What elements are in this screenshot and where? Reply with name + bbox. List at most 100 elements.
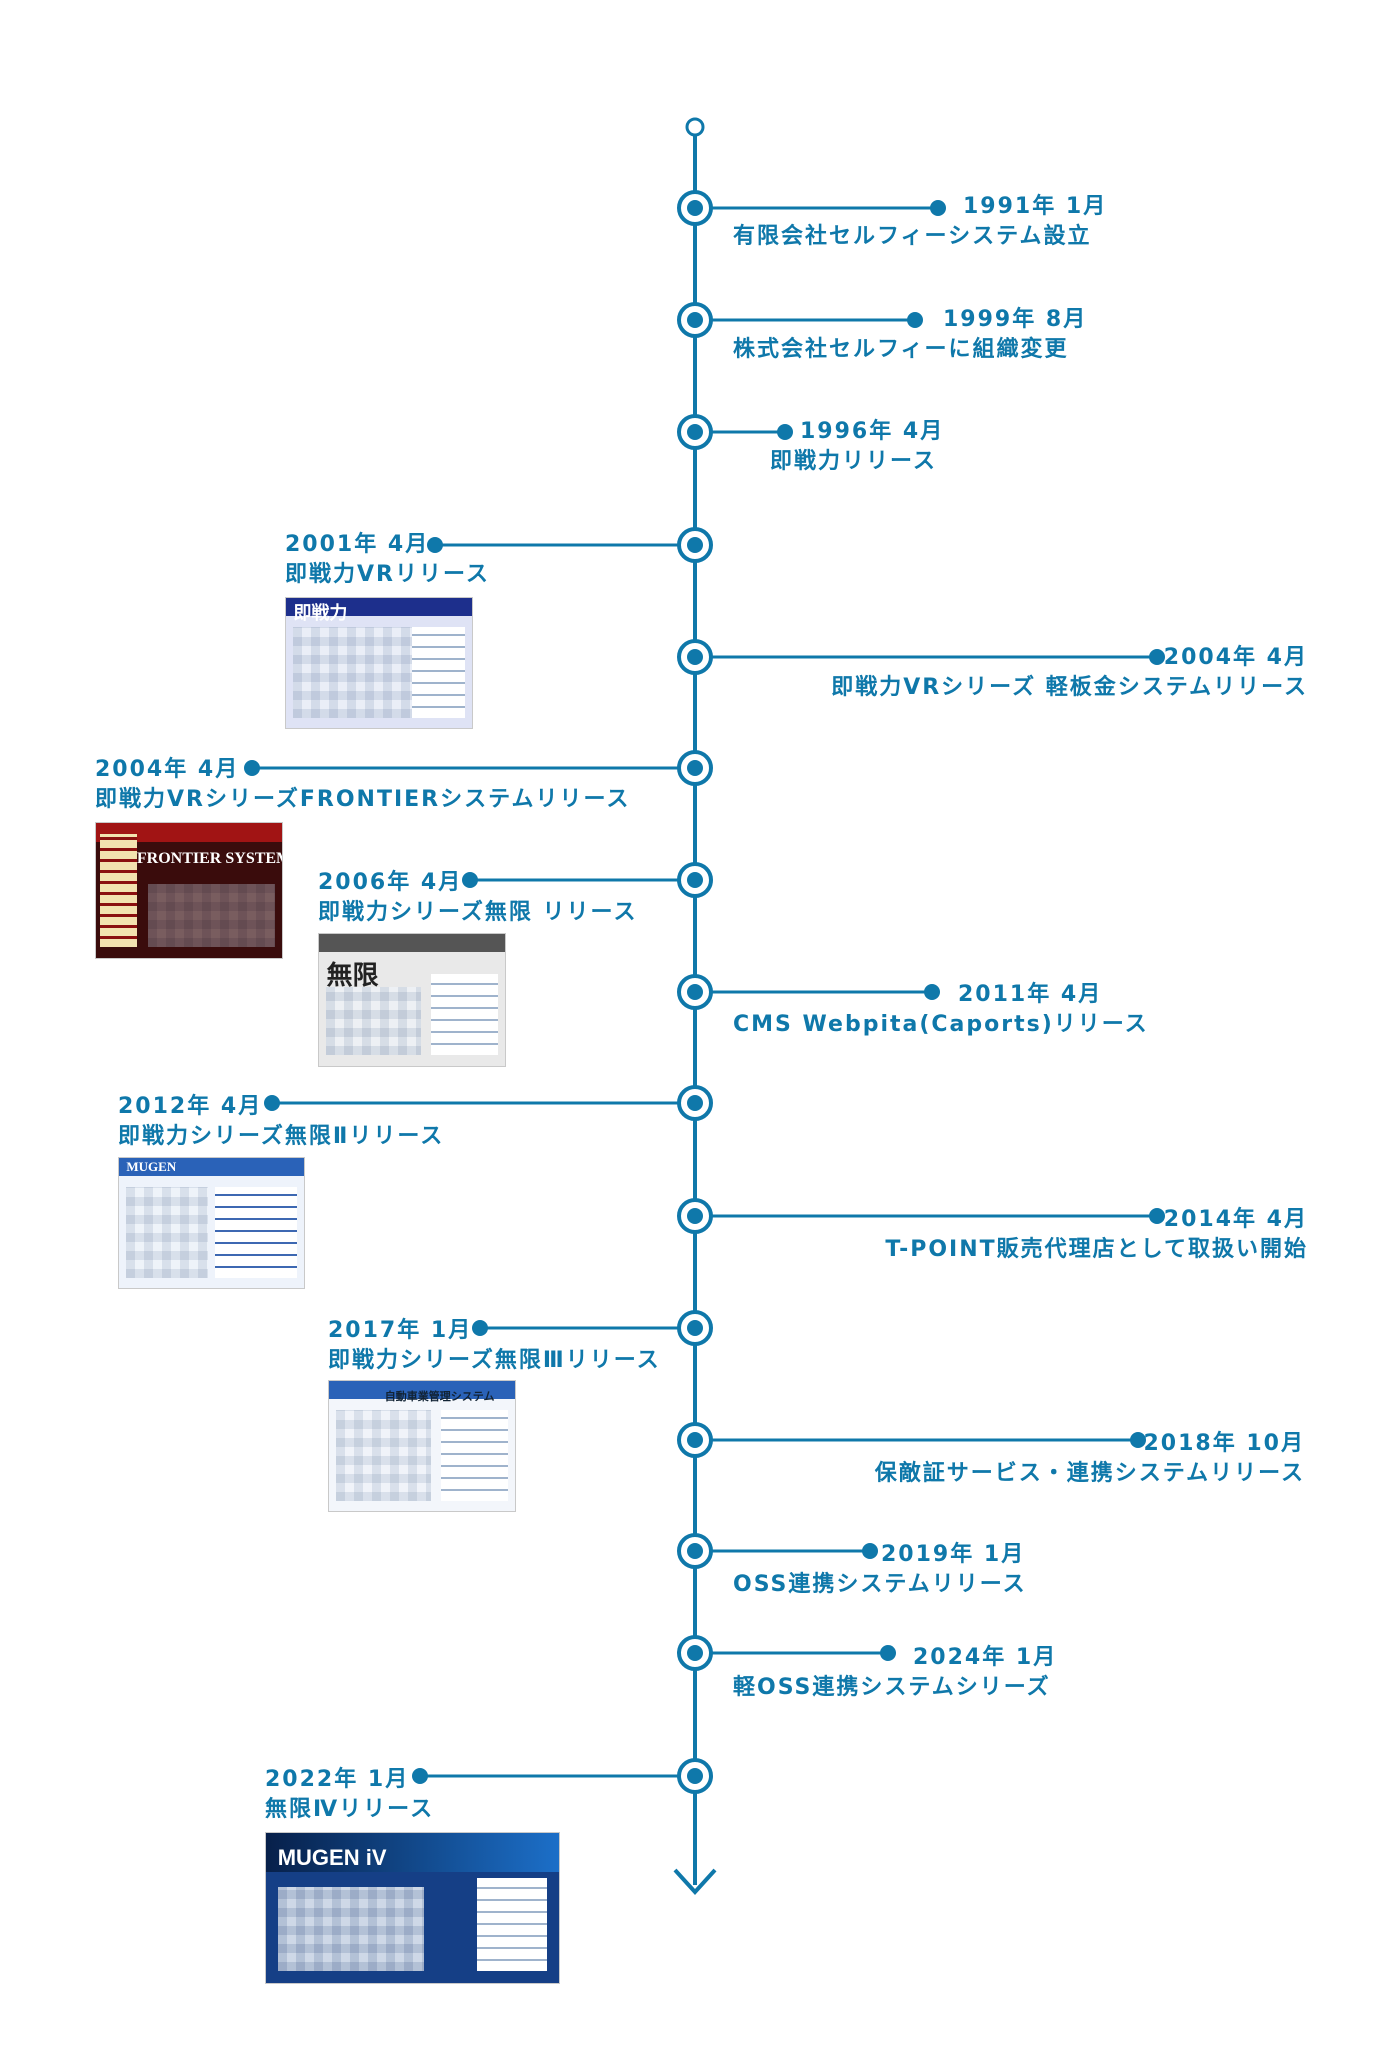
event-connector-dot xyxy=(907,312,923,328)
screenshot-menu xyxy=(412,626,465,718)
screenshot-logo: MUGEN iV xyxy=(277,1845,387,1870)
screenshot-mugen-3: 自動車業管理システム xyxy=(328,1380,516,1512)
timeline-start-node xyxy=(685,117,705,137)
event-connector-dot xyxy=(412,1768,428,1784)
event-date: 2022年 1月 xyxy=(265,1767,410,1792)
screenshot-menu xyxy=(476,1878,548,1971)
event-text: 保敵証サービス・連携システムリリース xyxy=(874,1461,1305,1486)
timeline-node-core xyxy=(687,537,703,553)
event-date: 2018年 10月 xyxy=(1143,1431,1305,1456)
event-text: 株式会社セルフィーに組織変更 xyxy=(733,337,1069,362)
event-text: 軽OSS連携システムシリーズ xyxy=(733,1675,1051,1700)
event-text: 即戦力シリーズ無限 リリース xyxy=(318,900,638,925)
screenshot-header xyxy=(96,823,282,842)
event-text: 即戦力VRシリーズFRONTIERシステムリリース xyxy=(95,787,631,812)
event-text: 即戦力シリーズ無限Ⅱリリース xyxy=(118,1124,445,1149)
event-text: 有限会社セルフィーシステム設立 xyxy=(733,224,1092,249)
event-text: 即戦力リリース xyxy=(770,449,937,474)
event-date: 2006年 4月 xyxy=(318,870,463,895)
timeline-node-core xyxy=(687,1645,703,1661)
event-text: 即戦力シリーズ無限Ⅲリリース xyxy=(328,1348,661,1373)
event-connector-dot xyxy=(264,1095,280,1111)
event-date: 2004年 4月 xyxy=(1163,645,1308,670)
event-date: 1999年 8月 xyxy=(943,307,1088,332)
event-1999: 1999年 8月 株式会社セルフィーに組織変更 xyxy=(733,305,1087,365)
event-date: 2017年 1月 xyxy=(328,1318,473,1343)
event-connector-dot xyxy=(1149,1208,1165,1224)
timeline-node-core xyxy=(687,424,703,440)
screenshot-body xyxy=(326,986,422,1056)
event-connector-dot xyxy=(930,200,946,216)
event-connector-dot xyxy=(1149,649,1165,665)
event-date: 2014年 4月 xyxy=(1163,1207,1308,1232)
screenshot-header xyxy=(266,1833,559,1872)
timeline-node-core xyxy=(687,1320,703,1336)
timeline-node-core xyxy=(687,1208,703,1224)
event-text: 即戦力VRリリース xyxy=(285,562,490,587)
event-connector-dot xyxy=(427,537,443,553)
event-connector-dot xyxy=(777,424,793,440)
timeline-node-core xyxy=(687,1432,703,1448)
event-connector-dot xyxy=(924,984,940,1000)
screenshot-logo: 自動車業管理システム xyxy=(384,1390,495,1403)
event-2022: 2022年 1月 無限Ⅳリリース xyxy=(265,1765,434,1825)
screenshot-header xyxy=(329,1381,515,1400)
event-date: 2019年 1月 xyxy=(881,1542,1026,1567)
event-2006: 2006年 4月 即戦力シリーズ無限 リリース xyxy=(318,868,637,928)
timeline-node-core xyxy=(687,200,703,216)
event-1991: 1991年 1月 有限会社セルフィーシステム設立 xyxy=(733,192,1107,252)
screenshot-body xyxy=(336,1409,432,1501)
event-text: T-POINT販売代理店として取扱い開始 xyxy=(885,1237,1308,1262)
event-date: 1996年 4月 xyxy=(800,419,945,444)
event-connector-dot xyxy=(862,1543,878,1559)
screenshot-body xyxy=(277,1887,425,1971)
event-date: 2011年 4月 xyxy=(958,982,1103,1007)
event-connector-dot xyxy=(462,872,478,888)
screenshot-logo: 無限 xyxy=(326,961,379,991)
timeline-node-core xyxy=(687,1543,703,1559)
event-2004-kinban: 2004年 4月 即戦力VRシリーズ 軽板金システムリリース xyxy=(831,643,1308,703)
event-2017: 2017年 1月 即戦力シリーズ無限Ⅲリリース xyxy=(328,1316,661,1376)
event-2014: 2014年 4月 T-POINT販売代理店として取扱い開始 xyxy=(885,1205,1308,1265)
screenshot-mugen: 無限 xyxy=(318,933,506,1067)
screenshot-frontier: FRONTIER SYSTEM xyxy=(95,822,283,959)
event-text: OSS連携システムリリース xyxy=(733,1572,1027,1597)
event-date: 1991年 1月 xyxy=(963,194,1108,219)
timeline-node-core xyxy=(687,1768,703,1784)
event-2018: 2018年 10月 保敵証サービス・連携システムリリース xyxy=(875,1429,1305,1489)
timeline-node-core xyxy=(687,760,703,776)
event-date: 2024年 1月 xyxy=(913,1645,1058,1670)
timeline-node-core xyxy=(687,872,703,888)
timeline-node-core xyxy=(687,984,703,1000)
screenshot-menu xyxy=(430,973,498,1056)
event-text: 無限Ⅳリリース xyxy=(265,1797,435,1822)
event-date: 2001年 4月 xyxy=(285,532,430,557)
event-date: 2012年 4月 xyxy=(118,1094,263,1119)
event-connector-dot xyxy=(244,760,260,776)
screenshot-menu xyxy=(440,1409,508,1501)
event-1996: 1996年 4月 即戦力リリース xyxy=(770,417,944,477)
screenshot-header xyxy=(119,1158,304,1177)
event-connector-dot xyxy=(880,1645,896,1661)
event-2011: 2011年 4月 CMS Webpita(Caports)リリース xyxy=(733,980,1149,1040)
timeline-node-core xyxy=(687,649,703,665)
screenshot-menu xyxy=(215,1186,297,1278)
timeline-arrow-head xyxy=(673,1868,717,1895)
event-date: 2004年 4月 xyxy=(95,757,240,782)
screenshot-body xyxy=(126,1186,208,1278)
screenshot-logo: MUGEN xyxy=(126,1159,177,1175)
screenshot-header xyxy=(286,598,472,617)
event-2004-frontier: 2004年 4月 即戦力VRシリーズFRONTIERシステムリリース xyxy=(95,755,630,815)
timeline-node-core xyxy=(687,312,703,328)
screenshot-sokusenryoku-vr: 即戦力 xyxy=(285,597,473,729)
event-2001: 2001年 4月 即戦力VRリリース xyxy=(285,530,490,590)
event-text: 即戦力VRシリーズ 軽板金システムリリース xyxy=(831,675,1308,700)
event-connector-dot xyxy=(472,1320,488,1336)
event-2012: 2012年 4月 即戦力シリーズ無限Ⅱリリース xyxy=(118,1092,444,1152)
screenshot-header xyxy=(319,934,505,953)
event-connector-dot xyxy=(1130,1432,1146,1448)
timeline-node-core xyxy=(687,1095,703,1111)
event-2019: 2019年 1月 OSS連携システムリリース xyxy=(733,1540,1027,1600)
